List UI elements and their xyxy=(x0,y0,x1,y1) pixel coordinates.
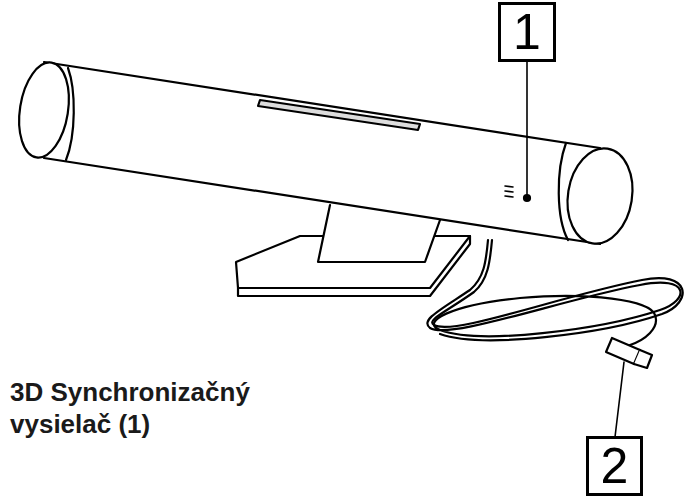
left-cap-ring xyxy=(66,68,74,160)
leader-line xyxy=(526,62,528,196)
body-top xyxy=(44,62,600,148)
callout-number: 1 xyxy=(513,7,541,57)
cable-edge xyxy=(432,240,682,340)
part-name: 3D Synchronizačný vysielač (1) xyxy=(10,376,260,440)
left-cap xyxy=(13,59,75,161)
plug xyxy=(606,338,640,364)
callout-number: 2 xyxy=(601,441,629,491)
leader-line xyxy=(615,362,624,437)
indicator-mark xyxy=(505,186,513,197)
body-bottom xyxy=(44,158,600,244)
plug-tip xyxy=(634,350,652,368)
right-cap-ring xyxy=(559,143,568,240)
right-cap xyxy=(561,144,639,249)
callout-box: 1 xyxy=(498,2,556,62)
top-window xyxy=(258,100,420,130)
cable xyxy=(427,240,680,345)
callout-box: 2 xyxy=(586,436,643,496)
